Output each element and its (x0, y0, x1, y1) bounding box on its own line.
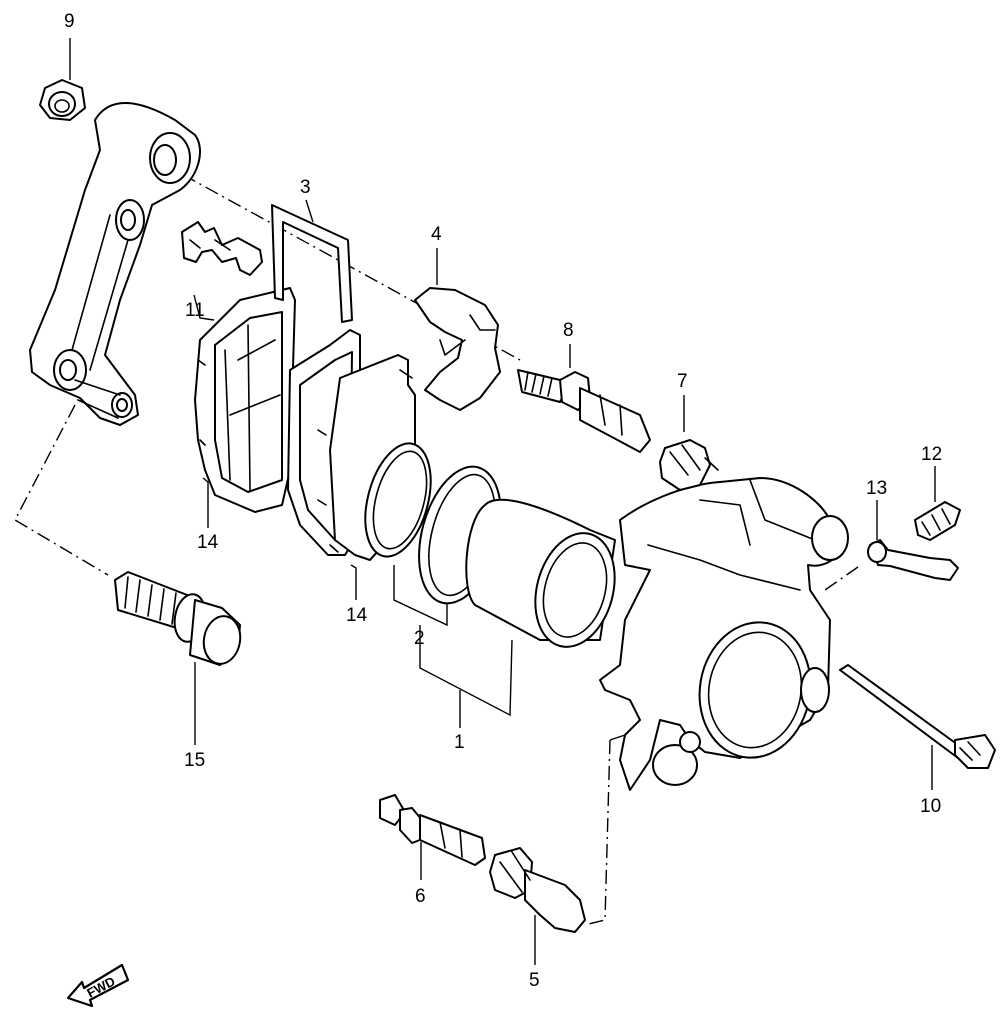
label-part-2: 2 (414, 628, 425, 649)
pin-boot-5 (489, 847, 586, 933)
label-part-7: 7 (677, 371, 688, 392)
pad-shim (271, 204, 353, 323)
caliper-pin-bolt-6 (379, 794, 486, 866)
pad-spring (181, 221, 263, 276)
caliper-piston (465, 498, 616, 648)
label-part-4: 4 (431, 224, 442, 245)
caliper-pin-bolt-8 (517, 369, 651, 453)
label-part-1: 1 (454, 732, 465, 753)
label-part-8: 8 (563, 320, 574, 341)
label-part-11: 11 (185, 300, 205, 321)
label-part-10: 10 (920, 796, 941, 817)
label-part-15: 15 (184, 750, 205, 771)
caliper-bracket (29, 102, 201, 426)
fwd-direction-arrow: FWD (66, 963, 130, 1008)
pad-pin-10 (839, 664, 996, 769)
label-part-3: 3 (300, 177, 311, 198)
callout-labels: 9 3 4 8 11 7 12 13 14 14 2 1 15 10 6 5 (64, 11, 942, 991)
label-part-14-outer: 14 (346, 605, 368, 626)
label-part-5: 5 (529, 970, 540, 991)
pad-retainer-clip (414, 287, 501, 411)
bleeder-valve-12 (914, 501, 961, 541)
brake-pad-inner (194, 287, 296, 513)
label-part-9: 9 (64, 11, 75, 32)
pin-boot-7 (659, 439, 719, 491)
caliper-body (599, 477, 849, 791)
fwd-label: FWD (84, 974, 117, 1001)
label-part-14-inner: 14 (197, 532, 219, 553)
bleeder-cap-13 (867, 539, 959, 581)
label-part-6: 6 (415, 886, 426, 907)
mounting-bolt-15 (114, 571, 242, 666)
flange-nut (39, 79, 86, 121)
label-part-13: 13 (866, 478, 887, 499)
label-part-12: 12 (921, 444, 942, 465)
